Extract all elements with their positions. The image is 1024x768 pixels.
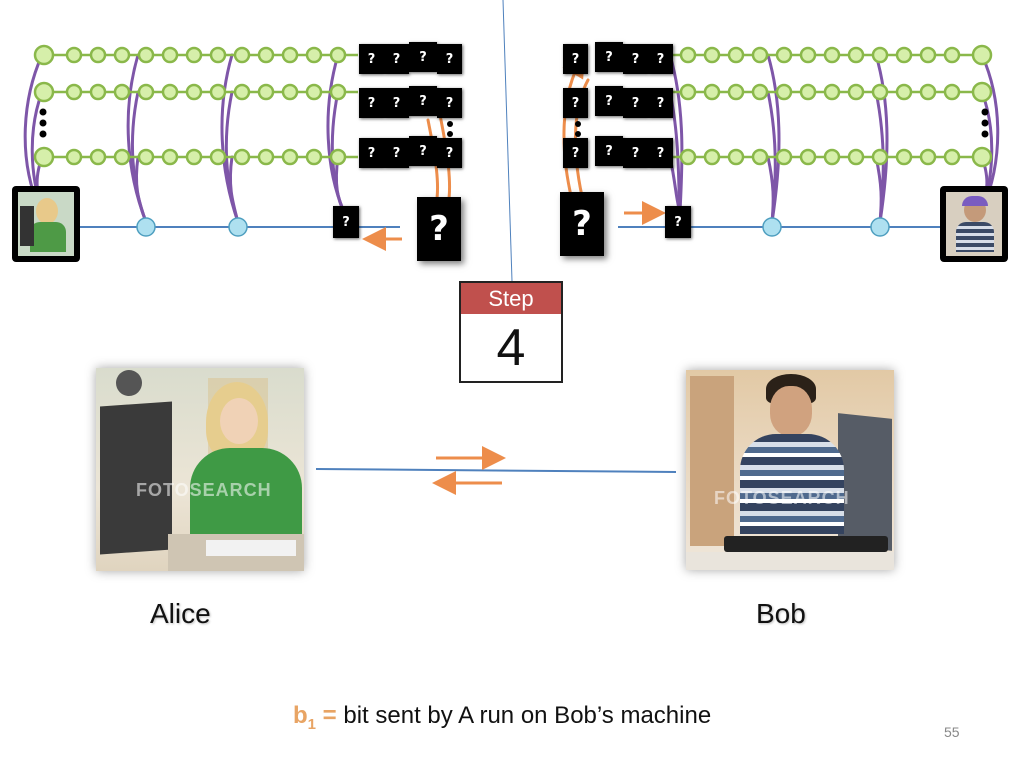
- unknown-box: ?: [359, 44, 384, 74]
- ellipsis-dots-center-right: [575, 121, 581, 137]
- unknown-box: ?: [648, 88, 673, 118]
- chain-row: [668, 146, 993, 168]
- bob-photo-watermark: FOTOSEARCH: [714, 488, 850, 508]
- unknown-box: ?: [595, 86, 623, 116]
- unknown-box-timeline: ?: [665, 206, 691, 238]
- bob-avatar: [940, 186, 1008, 262]
- page-number: 55: [944, 724, 960, 740]
- unknown-box: ?: [563, 44, 588, 74]
- alice-name: Alice: [150, 598, 211, 629]
- unknown-box: ?: [409, 42, 437, 72]
- alice-avatar: [12, 186, 80, 262]
- chain-row: [668, 81, 993, 103]
- step-number: 4: [496, 319, 526, 377]
- bob-photo: FOTOSEARCH: [686, 370, 894, 570]
- ellipsis-dots-center-left: [447, 121, 453, 137]
- step-indicator: Step 4: [459, 281, 563, 383]
- bob-name: Bob: [756, 598, 806, 629]
- alice-photo-watermark: FOTOSEARCH: [136, 480, 272, 500]
- unknown-box: ?: [623, 138, 648, 168]
- alice-photo: FOTOSEARCH: [96, 368, 304, 571]
- unknown-box: ?: [563, 88, 588, 118]
- unknown-box: ?: [648, 44, 673, 74]
- unknown-box-large: ?: [560, 192, 604, 256]
- unknown-box: ?: [384, 138, 409, 168]
- chain-row: [33, 81, 358, 103]
- unknown-box: ?: [437, 138, 462, 168]
- unknown-box: ?: [623, 44, 648, 74]
- unknown-box: ?: [437, 44, 462, 74]
- unknown-box-large: ?: [417, 197, 461, 261]
- caption: b1 = bit sent by A run on Bob’s machine: [293, 702, 711, 733]
- communication-line: [315, 468, 677, 473]
- unknown-box: ?: [595, 42, 623, 72]
- unknown-box: ?: [384, 88, 409, 118]
- unknown-box: ?: [595, 136, 623, 166]
- timeline-nodes: [136, 217, 890, 237]
- left-chains: [33, 44, 358, 168]
- ellipsis-dots-right: [981, 108, 989, 138]
- right-chains: [668, 44, 993, 168]
- unknown-box: ?: [359, 88, 384, 118]
- unknown-box: ?: [623, 88, 648, 118]
- unknown-box-timeline: ?: [333, 206, 359, 238]
- ellipsis-dots-left: [39, 108, 47, 138]
- unknown-box: ?: [409, 86, 437, 116]
- unknown-box: ?: [384, 44, 409, 74]
- caption-text: bit sent by A run on Bob’s machine: [336, 702, 712, 729]
- center-orange-links: [426, 52, 590, 207]
- caption-symbol: b1 =: [293, 702, 337, 733]
- chain-row: [33, 146, 358, 168]
- chain-row: [33, 44, 358, 66]
- unknown-box: ?: [409, 136, 437, 166]
- unknown-box: ?: [359, 138, 384, 168]
- chain-row: [668, 44, 993, 66]
- center-divider: [502, 0, 513, 282]
- step-label: Step: [461, 283, 561, 314]
- unknown-box: ?: [563, 138, 588, 168]
- unknown-box: ?: [648, 138, 673, 168]
- unknown-box: ?: [437, 88, 462, 118]
